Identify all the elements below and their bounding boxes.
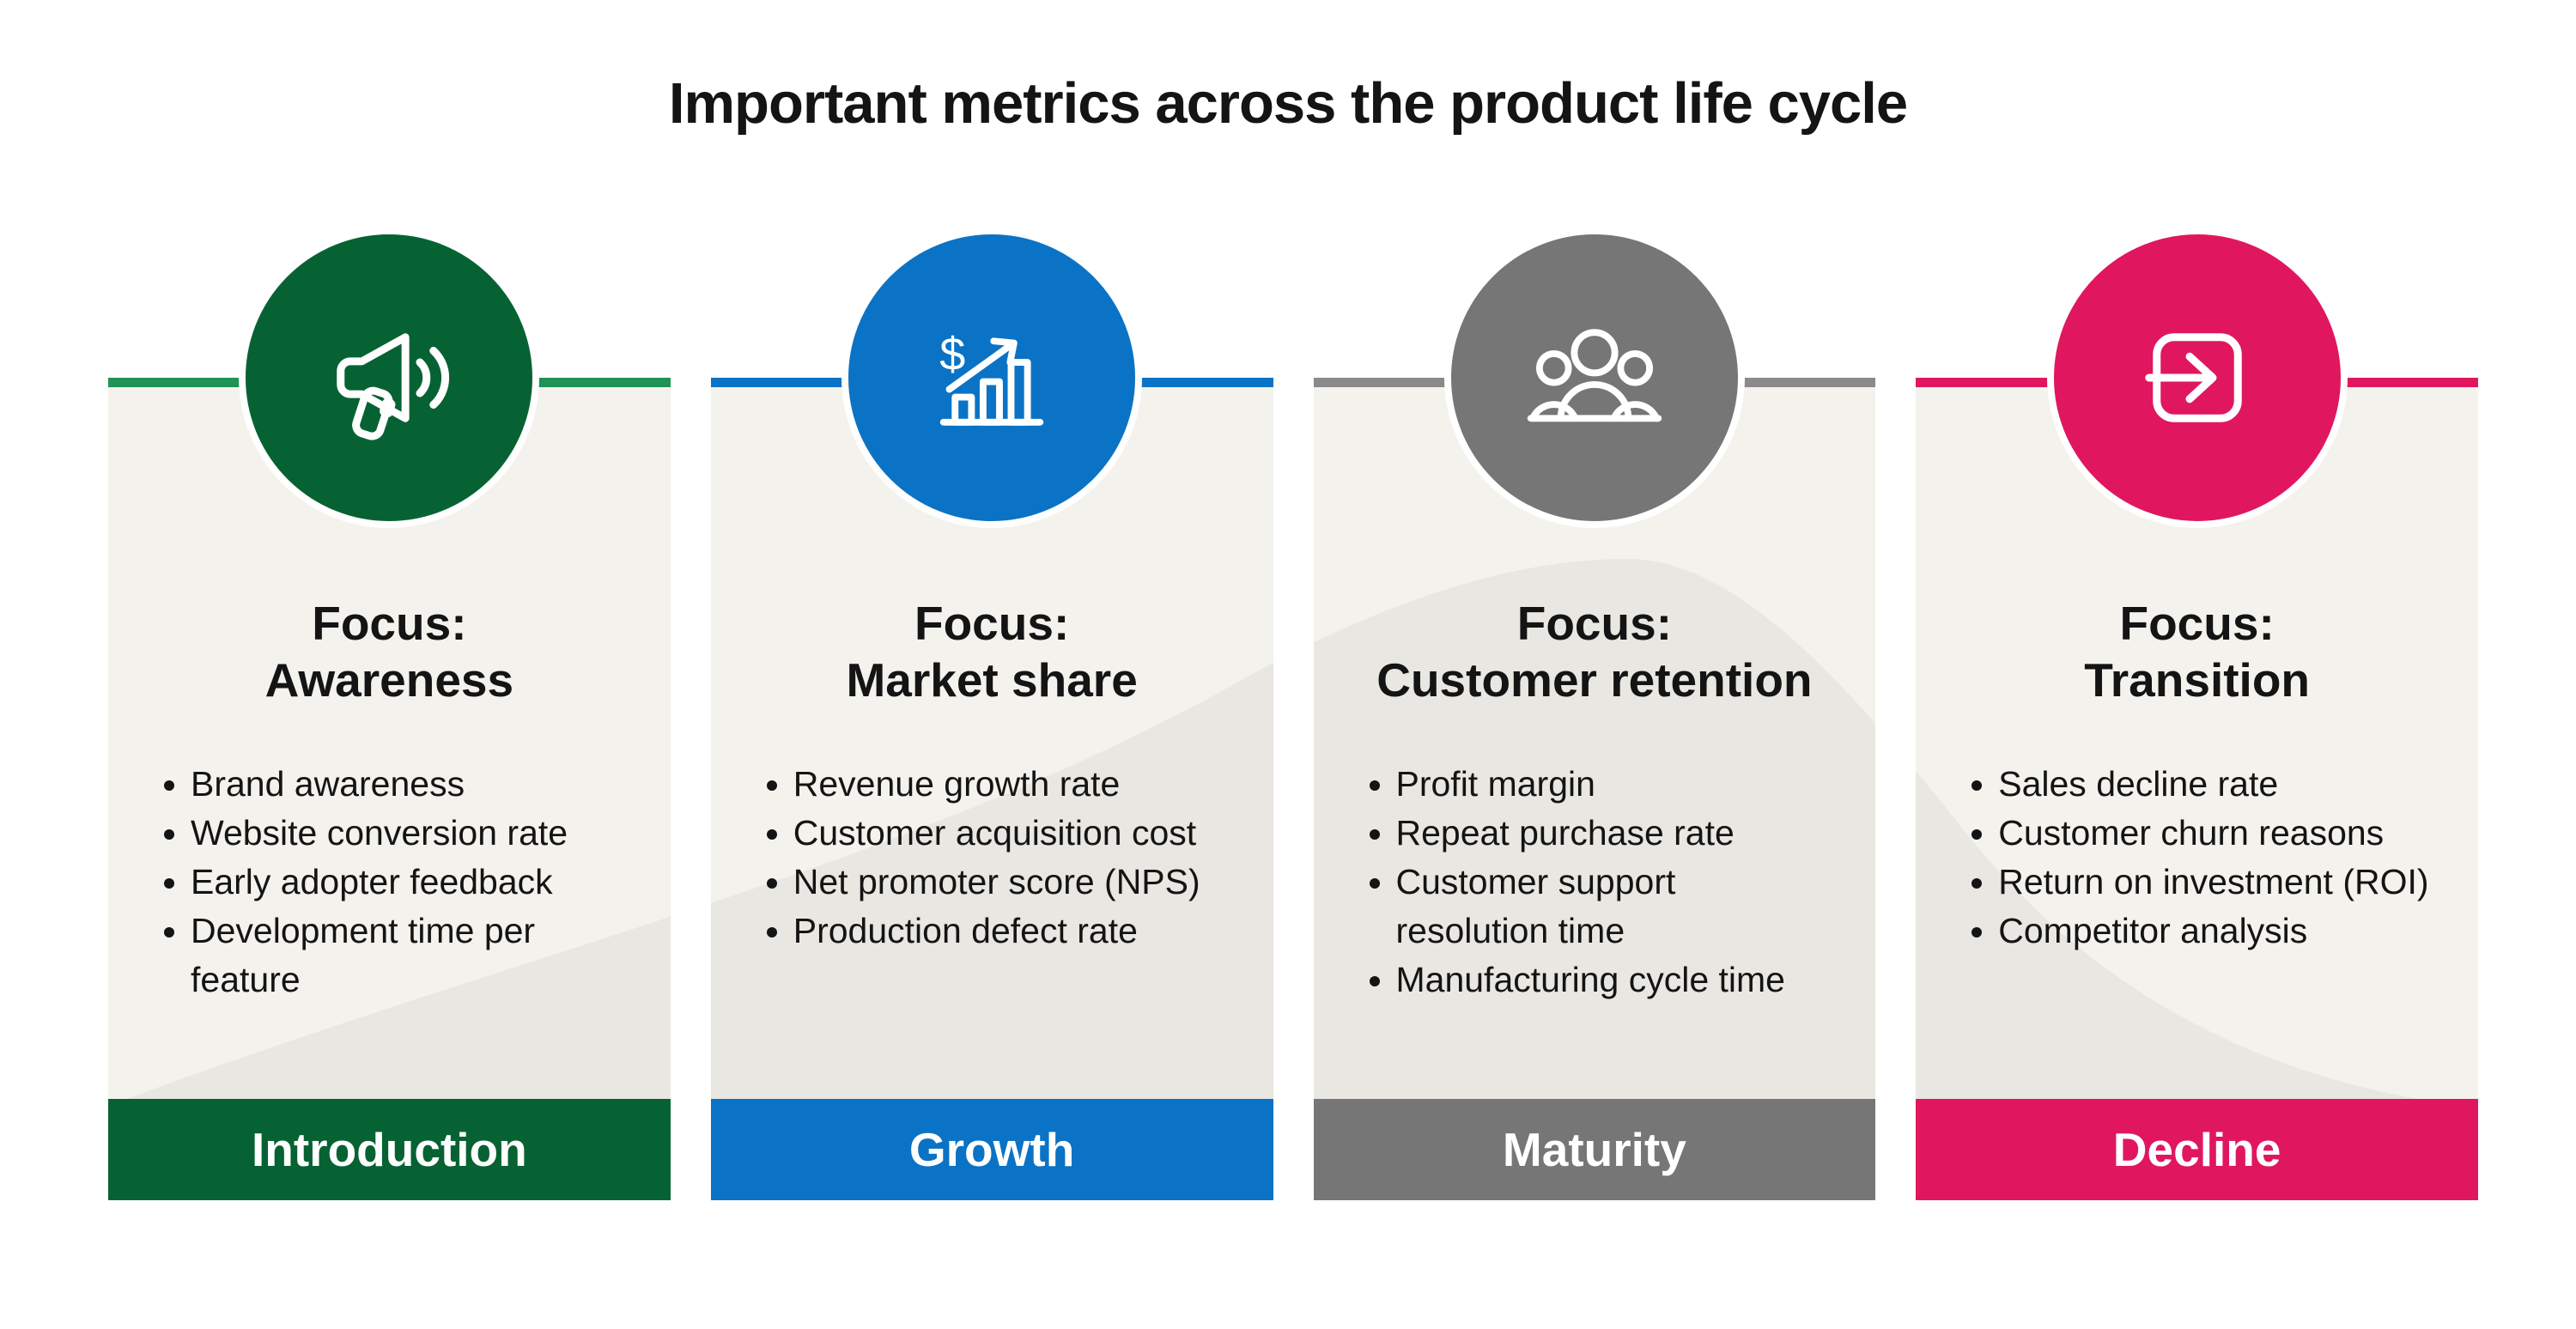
- focus-heading: Focus: Awareness: [108, 595, 671, 708]
- growth-chart-icon: $: [939, 329, 1044, 426]
- focus-heading: Focus: Customer retention: [1314, 595, 1876, 708]
- metric-item: Early adopter feedback: [191, 858, 624, 907]
- stage-circle: [239, 228, 540, 528]
- metric-item: Net promoter score (NPS): [793, 858, 1227, 907]
- lifecycle-curve-shape: [710, 663, 1273, 1099]
- metric-item: Customer acquisition cost: [793, 809, 1227, 858]
- metric-item: Sales decline rate: [1998, 760, 2432, 809]
- metric-item: Revenue growth rate: [793, 760, 1227, 809]
- focus-value: Transition: [2084, 653, 2311, 707]
- focus-label: Focus:: [312, 597, 467, 650]
- people-group-icon: [1527, 329, 1662, 422]
- stage-card-growth: Focus: Market share Revenue growth rate …: [710, 228, 1273, 1200]
- stage-card-introduction: Focus: Awareness Brand awareness Website…: [108, 228, 671, 1200]
- metric-item: Repeat purchase rate: [1396, 809, 1830, 858]
- card-body: Focus: Customer retention Profit margin …: [1313, 387, 1876, 1099]
- megaphone-icon: [337, 333, 450, 440]
- lifecycle-curve-shape: [127, 916, 671, 1099]
- stage-bar-introduction: Introduction: [108, 1099, 671, 1200]
- focus-heading: Focus: Market share: [711, 595, 1273, 708]
- metric-item: Profit margin: [1396, 760, 1830, 809]
- metrics-list: Sales decline rate Customer churn reason…: [1916, 760, 2478, 956]
- lifecycle-curve-shape: [1313, 559, 1876, 1099]
- metric-item: Website conversion rate: [191, 809, 624, 858]
- lifecycle-curve-shape: [1916, 770, 2418, 1099]
- page-title: Important metrics across the product lif…: [668, 71, 1908, 136]
- metric-item: Return on investment (ROI): [1998, 858, 2432, 907]
- metric-item: Customer support resolution time: [1396, 858, 1830, 956]
- focus-label: Focus:: [2119, 597, 2275, 650]
- stage-circle: [2046, 228, 2348, 528]
- focus-heading: Focus: Transition: [1916, 595, 2478, 708]
- metric-item: Production defect rate: [793, 907, 1227, 956]
- card-body: Focus: Market share Revenue growth rate …: [710, 387, 1273, 1099]
- card-body: Focus: Awareness Brand awareness Website…: [108, 387, 671, 1099]
- focus-value: Market share: [846, 653, 1138, 707]
- metric-item: Customer churn reasons: [1998, 809, 2432, 858]
- svg-text:$: $: [939, 329, 965, 380]
- metric-item: Manufacturing cycle time: [1396, 956, 1830, 1004]
- metric-item: Competitor analysis: [1998, 907, 2432, 956]
- metrics-list: Revenue growth rate Customer acquisition…: [711, 760, 1273, 956]
- metric-item: Brand awareness: [191, 760, 624, 809]
- stage-card-maturity: Focus: Customer retention Profit margin …: [1313, 228, 1876, 1200]
- metrics-list: Brand awareness Website conversion rate …: [108, 760, 671, 1004]
- stage-cards-row: Focus: Awareness Brand awareness Website…: [108, 228, 2478, 1200]
- focus-label: Focus:: [1516, 597, 1673, 650]
- stage-circle: $: [841, 228, 1143, 528]
- stage-card-decline: Focus: Transition Sales decline rate Cus…: [1916, 228, 2478, 1200]
- metrics-list: Profit margin Repeat purchase rate Custo…: [1314, 760, 1876, 1004]
- stage-bar-maturity: Maturity: [1313, 1099, 1876, 1200]
- metric-item: Development time per feature: [191, 907, 624, 1004]
- focus-value: Awareness: [264, 653, 514, 707]
- exit-arrow-icon: [2144, 333, 2242, 422]
- stage-bar-growth: Growth: [710, 1099, 1273, 1200]
- stage-bar-decline: Decline: [1916, 1099, 2478, 1200]
- focus-label: Focus:: [914, 597, 1070, 650]
- focus-value: Customer retention: [1376, 653, 1813, 707]
- stage-circle: [1443, 228, 1745, 528]
